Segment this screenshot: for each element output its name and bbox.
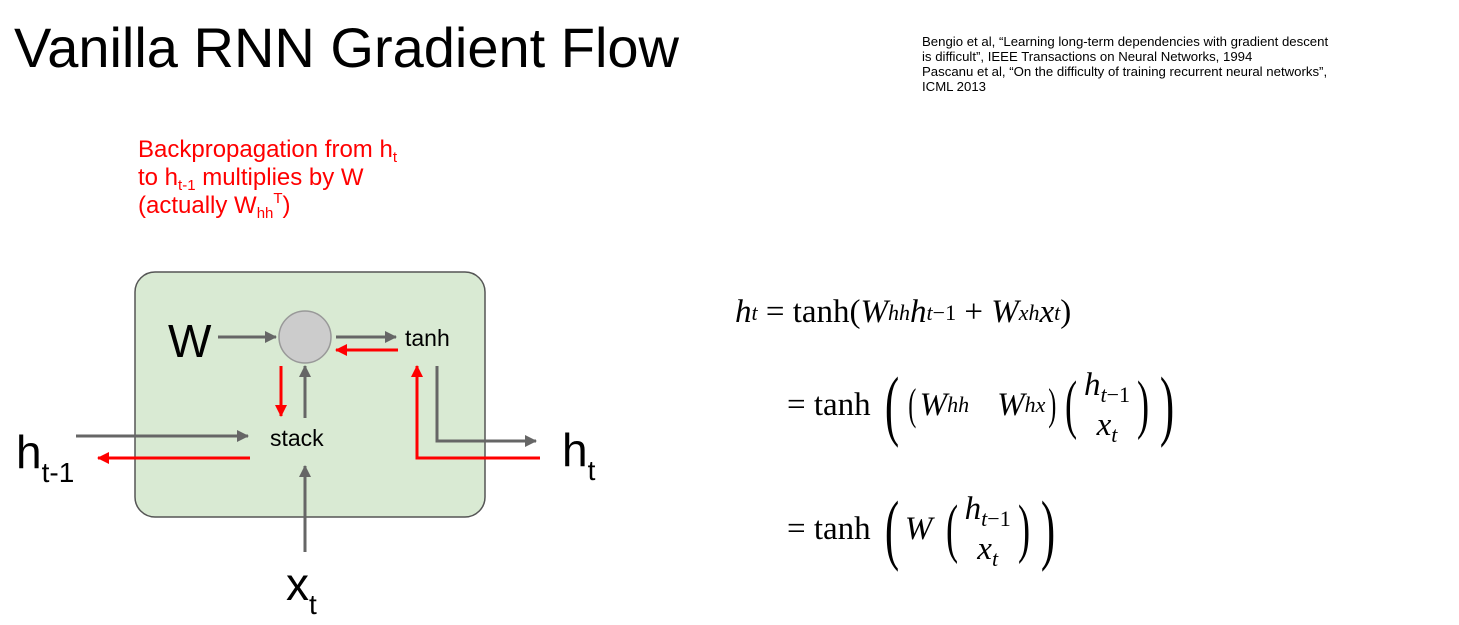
tanh-to-hout-arrow bbox=[435, 366, 537, 447]
x-input-label: xt bbox=[286, 558, 317, 620]
multiply-node bbox=[278, 310, 332, 364]
reference-line: ICML 2013 bbox=[922, 79, 987, 94]
backprop-annotation: Backpropagation from ht to ht-1 multipli… bbox=[138, 136, 397, 222]
h-out-label: ht bbox=[562, 424, 596, 486]
references: Bengio et al, “Learning long-term depend… bbox=[922, 34, 1442, 94]
h-prev-label: ht-1 bbox=[16, 426, 74, 488]
hout-to-tanh-backprop-arrow bbox=[411, 365, 540, 460]
reference-line: Bengio et al, “Learning long-term depend… bbox=[922, 34, 1329, 49]
cell-box bbox=[134, 271, 486, 518]
reference-line: Pascanu et al, “On the difficulty of tra… bbox=[922, 64, 1328, 79]
stack-label: stack bbox=[270, 425, 324, 451]
w-label: W bbox=[168, 315, 212, 367]
tanh-label: tanh bbox=[405, 325, 450, 351]
slide-title: Vanilla RNN Gradient Flow bbox=[14, 16, 679, 79]
reference-line: is difficult”, IEEE Transactions on Neur… bbox=[922, 49, 1253, 64]
